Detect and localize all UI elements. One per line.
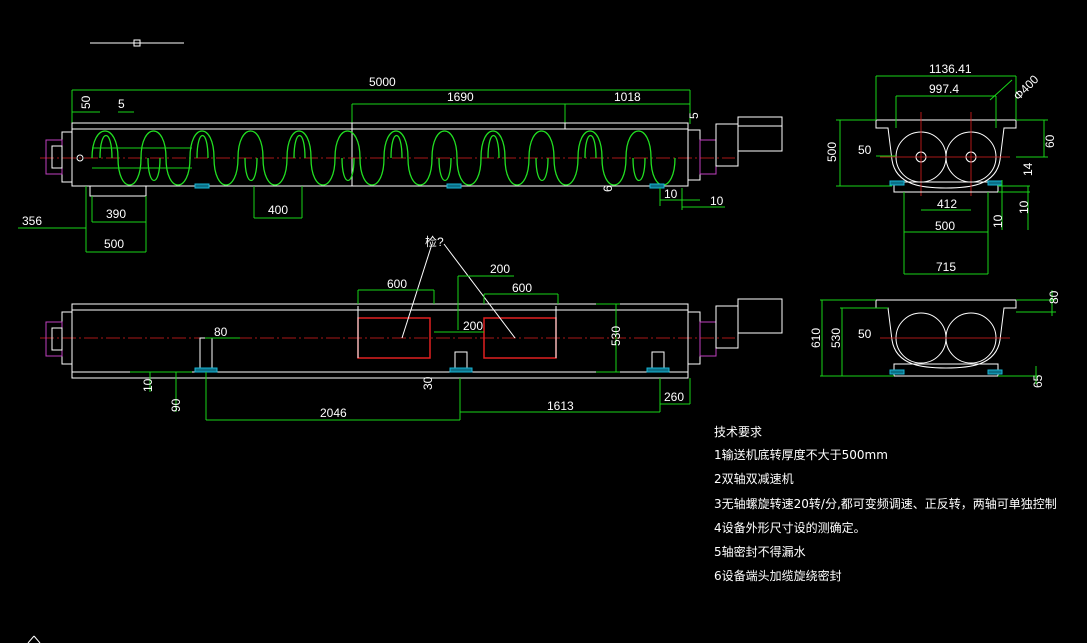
front-view: [18, 89, 783, 253]
scale-bar: [90, 39, 184, 47]
end-view-2: [820, 290, 1056, 384]
dim-5-right: 5: [687, 112, 701, 119]
front-view-dimensions: 5000 50 5 1690 1018 5 356 390 500 400 6 …: [22, 75, 724, 251]
dim-10-a: 10: [664, 187, 678, 201]
dim-610: 610: [809, 328, 823, 348]
end-view-1-dimensions: 1136.41 997.4 Φ400 500 50 60 412 500 14 …: [825, 62, 1057, 274]
technical-requirements: 技术要求 1输送机底转厚度不大于500mm 2双轴双减速机 3无轴螺旋转速20转…: [714, 425, 1057, 583]
dim-30: 30: [421, 376, 435, 390]
dim-phi400: Φ400: [1011, 72, 1042, 103]
dim-1136: 1136.41: [929, 62, 972, 76]
note-item-6: 6设备端头加缆旋绕密封: [714, 568, 842, 583]
top-view-dimensions: 检? 600 200 600 200 80 530 10 30 90 2046 …: [141, 234, 684, 420]
dim-715: 715: [936, 260, 956, 274]
dim-997: 997.4: [929, 82, 959, 96]
dim-10-a: 10: [991, 214, 1005, 228]
dim-65: 65: [1031, 374, 1045, 388]
dim-14: 14: [1021, 162, 1035, 176]
end-view-1: [836, 75, 1048, 275]
dim-356: 356: [22, 214, 42, 228]
dim-10-b: 10: [710, 194, 724, 208]
dim-50: 50: [79, 95, 93, 109]
note-item-1: 1输送机底转厚度不大于500mm: [714, 447, 888, 462]
dim-10-b: 10: [1017, 200, 1031, 214]
dim-6: 6: [601, 185, 615, 192]
dim-overall-length: 5000: [369, 75, 396, 89]
dim-10: 10: [141, 378, 155, 392]
end-view-2-dimensions: 80 610 530 50 65: [809, 290, 1061, 388]
note-item-5: 5轴密封不得漏水: [714, 544, 806, 559]
dim-80: 80: [1047, 290, 1061, 304]
dim-90: 90: [169, 398, 183, 412]
dim-5-left: 5: [118, 97, 125, 111]
note-item-3: 3无轴螺旋转速20转/分,都可变频调速、正反转，两轴可单独控制: [714, 496, 1057, 511]
dim-200-a: 200: [490, 262, 510, 276]
top-view: [40, 243, 783, 421]
dim-530: 530: [829, 328, 843, 348]
dim-500-width: 500: [935, 219, 955, 233]
ucs-axis-icon: [27, 635, 41, 643]
dim-2046: 2046: [320, 406, 347, 420]
dim-1690: 1690: [447, 90, 474, 104]
dim-1613: 1613: [547, 399, 574, 413]
dim-600-a: 600: [387, 277, 407, 291]
dim-60: 60: [1043, 134, 1057, 148]
dim-412: 412: [937, 197, 957, 211]
note-item-4: 4设备外形尺寸设的测确定。: [714, 520, 866, 535]
dim-1018: 1018: [614, 90, 641, 104]
dim-500-height: 500: [825, 142, 839, 162]
notes-title: 技术要求: [714, 425, 762, 439]
dim-600-b: 600: [512, 281, 532, 295]
dim-80: 80: [214, 325, 228, 339]
note-item-2: 2双轴双减速机: [714, 471, 794, 486]
dim-390: 390: [106, 207, 126, 221]
dim-500: 500: [104, 237, 124, 251]
dim-400: 400: [268, 203, 288, 217]
dim-50: 50: [858, 327, 872, 341]
dim-200-b: 200: [463, 319, 483, 333]
dim-530: 530: [609, 326, 623, 346]
dim-50: 50: [858, 143, 872, 157]
inspection-callout: 检?: [425, 234, 444, 249]
dim-260: 260: [664, 390, 684, 404]
